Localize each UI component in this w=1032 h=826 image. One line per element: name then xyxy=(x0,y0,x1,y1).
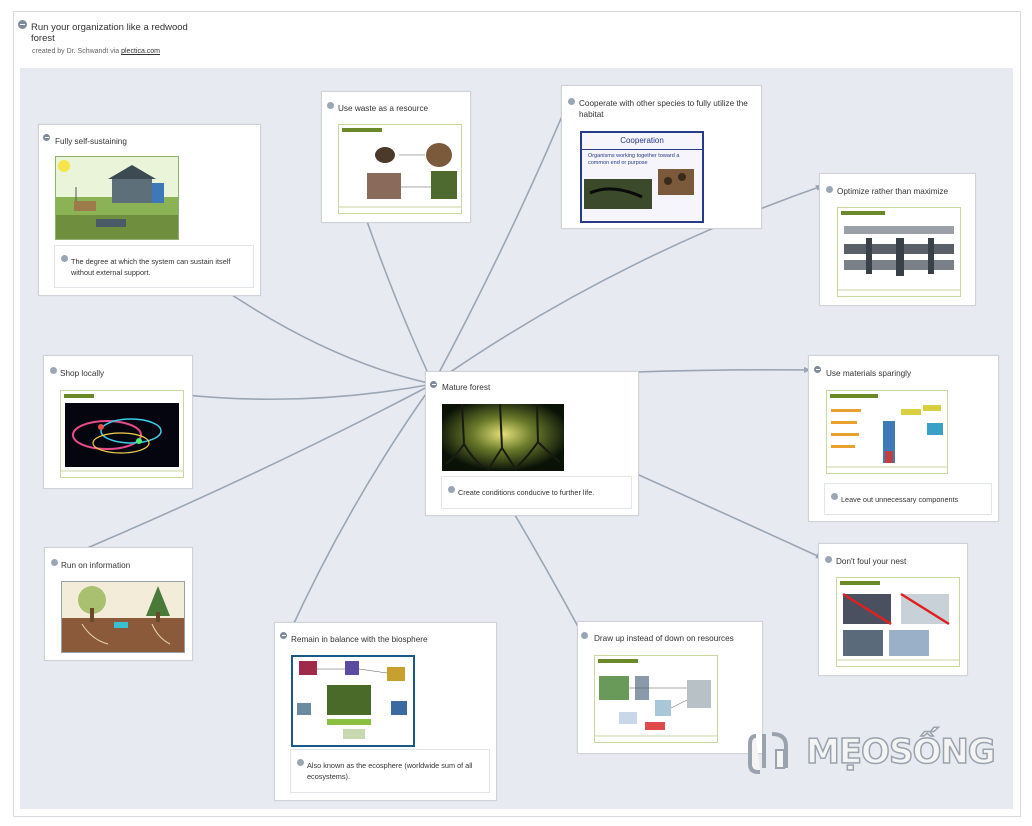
card-bullet xyxy=(327,102,334,109)
card-note[interactable]: The degree at which the system can susta… xyxy=(54,245,254,288)
note-text: Also known as the ecosphere (worldwide s… xyxy=(307,761,473,781)
card-label: Remain in balance with the biosphere xyxy=(291,635,428,644)
plectica-link[interactable]: plectica.com xyxy=(121,48,161,55)
watermark-text: MẸOSỐNG xyxy=(805,731,996,773)
card-materials[interactable]: Use materials sparingly Leave out unnece… xyxy=(808,355,999,522)
watermark-logo-icon xyxy=(748,732,788,774)
nest-slide-graphic xyxy=(837,581,959,661)
card-bullet xyxy=(51,559,58,566)
note-text: The degree at which the system can susta… xyxy=(71,257,231,277)
draw-up-slide-graphic xyxy=(595,659,717,737)
biosphere-slide-graphic xyxy=(297,661,407,739)
collapse-map-icon[interactable] xyxy=(18,20,27,29)
card-collapse-icon[interactable] xyxy=(430,381,437,388)
ant-photos-graphic xyxy=(584,169,694,209)
card-bullet xyxy=(581,632,588,639)
map-title: Run your organization like a redwood for… xyxy=(31,22,188,44)
card-balance[interactable]: Remain in balance with the biosphere Als… xyxy=(274,622,497,801)
card-label: Cooperate with other species to fully ut… xyxy=(579,99,748,119)
card-cooperate[interactable]: Cooperate with other species to fully ut… xyxy=(561,85,762,229)
card-bullet xyxy=(50,367,57,374)
card-label: Shop locally xyxy=(60,369,105,378)
card-information[interactable]: Run on information xyxy=(44,547,193,661)
card-label: Use waste as a resource xyxy=(338,104,429,113)
card-bullet xyxy=(568,98,575,105)
card-label: Run on information xyxy=(61,561,131,570)
card-optimize[interactable]: Optimize rather than maximize xyxy=(819,173,976,306)
card-self-sustaining[interactable]: Fully self-sustaining The degree at whic… xyxy=(38,124,261,296)
slide-bullet: Organisms working together toward a comm… xyxy=(588,153,680,166)
card-collapse-icon[interactable] xyxy=(43,134,50,141)
card-waste[interactable]: Use waste as a resource xyxy=(321,91,471,223)
card-label: Use materials sparingly xyxy=(826,369,912,378)
card-label: Don't foul your nest xyxy=(836,557,907,566)
card-label: Draw up instead of down on resources xyxy=(594,634,734,643)
card-bullet xyxy=(826,186,833,193)
card-note[interactable]: Also known as the ecosphere (worldwide s… xyxy=(290,749,490,793)
cooperation-slide-image: Cooperation Organisms working together t… xyxy=(580,131,704,223)
shop-slide-image xyxy=(60,390,184,478)
center-note[interactable]: Create conditions conducive to further l… xyxy=(441,476,632,509)
optimize-slide-image xyxy=(837,207,961,297)
card-nest[interactable]: Don't foul your nest xyxy=(818,543,968,676)
card-collapse-icon[interactable] xyxy=(814,366,821,373)
draw-up-slide-image xyxy=(594,655,718,743)
nest-slide-image xyxy=(836,577,960,667)
house-diagram-image xyxy=(55,156,179,240)
forest-roots-image xyxy=(442,404,564,471)
card-note[interactable]: Leave out unnecessary components xyxy=(824,483,992,515)
note-bullet xyxy=(61,255,68,262)
card-label: Optimize rather than maximize xyxy=(837,187,949,196)
note-bullet xyxy=(297,759,304,766)
slide-title: Cooperation xyxy=(582,133,702,150)
credit-text: created by Dr. Schwandt via xyxy=(32,48,120,55)
house-diagram-graphic xyxy=(56,157,178,239)
information-diagram-graphic xyxy=(62,582,184,652)
watermark: MẸOSỐNG xyxy=(742,724,996,780)
card-bullet xyxy=(825,556,832,563)
note-text: Create conditions conducive to further l… xyxy=(458,488,595,497)
note-text: Leave out unnecessary components xyxy=(841,495,959,504)
card-collapse-icon[interactable] xyxy=(280,632,287,639)
waste-slide-image xyxy=(338,124,462,214)
card-mature-forest[interactable]: Mature forest Create conditions xyxy=(425,371,639,516)
card-label: Fully self-sustaining xyxy=(55,137,127,146)
information-diagram-image xyxy=(61,581,185,653)
card-shop[interactable]: Shop locally xyxy=(43,355,193,489)
center-label: Mature forest xyxy=(442,383,491,392)
shop-slide-graphic xyxy=(61,394,183,472)
biosphere-slide-image xyxy=(291,655,415,747)
optimize-slide-graphic xyxy=(838,211,960,291)
note-bullet xyxy=(831,493,838,500)
materials-slide-image xyxy=(826,390,948,474)
waste-slide-graphic xyxy=(339,128,461,208)
card-draw-up[interactable]: Draw up instead of down on resources xyxy=(577,621,763,754)
map-credit: created by Dr. Schwandt via plectica.com xyxy=(32,48,160,55)
forest-roots-graphic xyxy=(442,404,564,471)
materials-slide-graphic xyxy=(827,394,947,468)
note-bullet xyxy=(448,486,455,493)
